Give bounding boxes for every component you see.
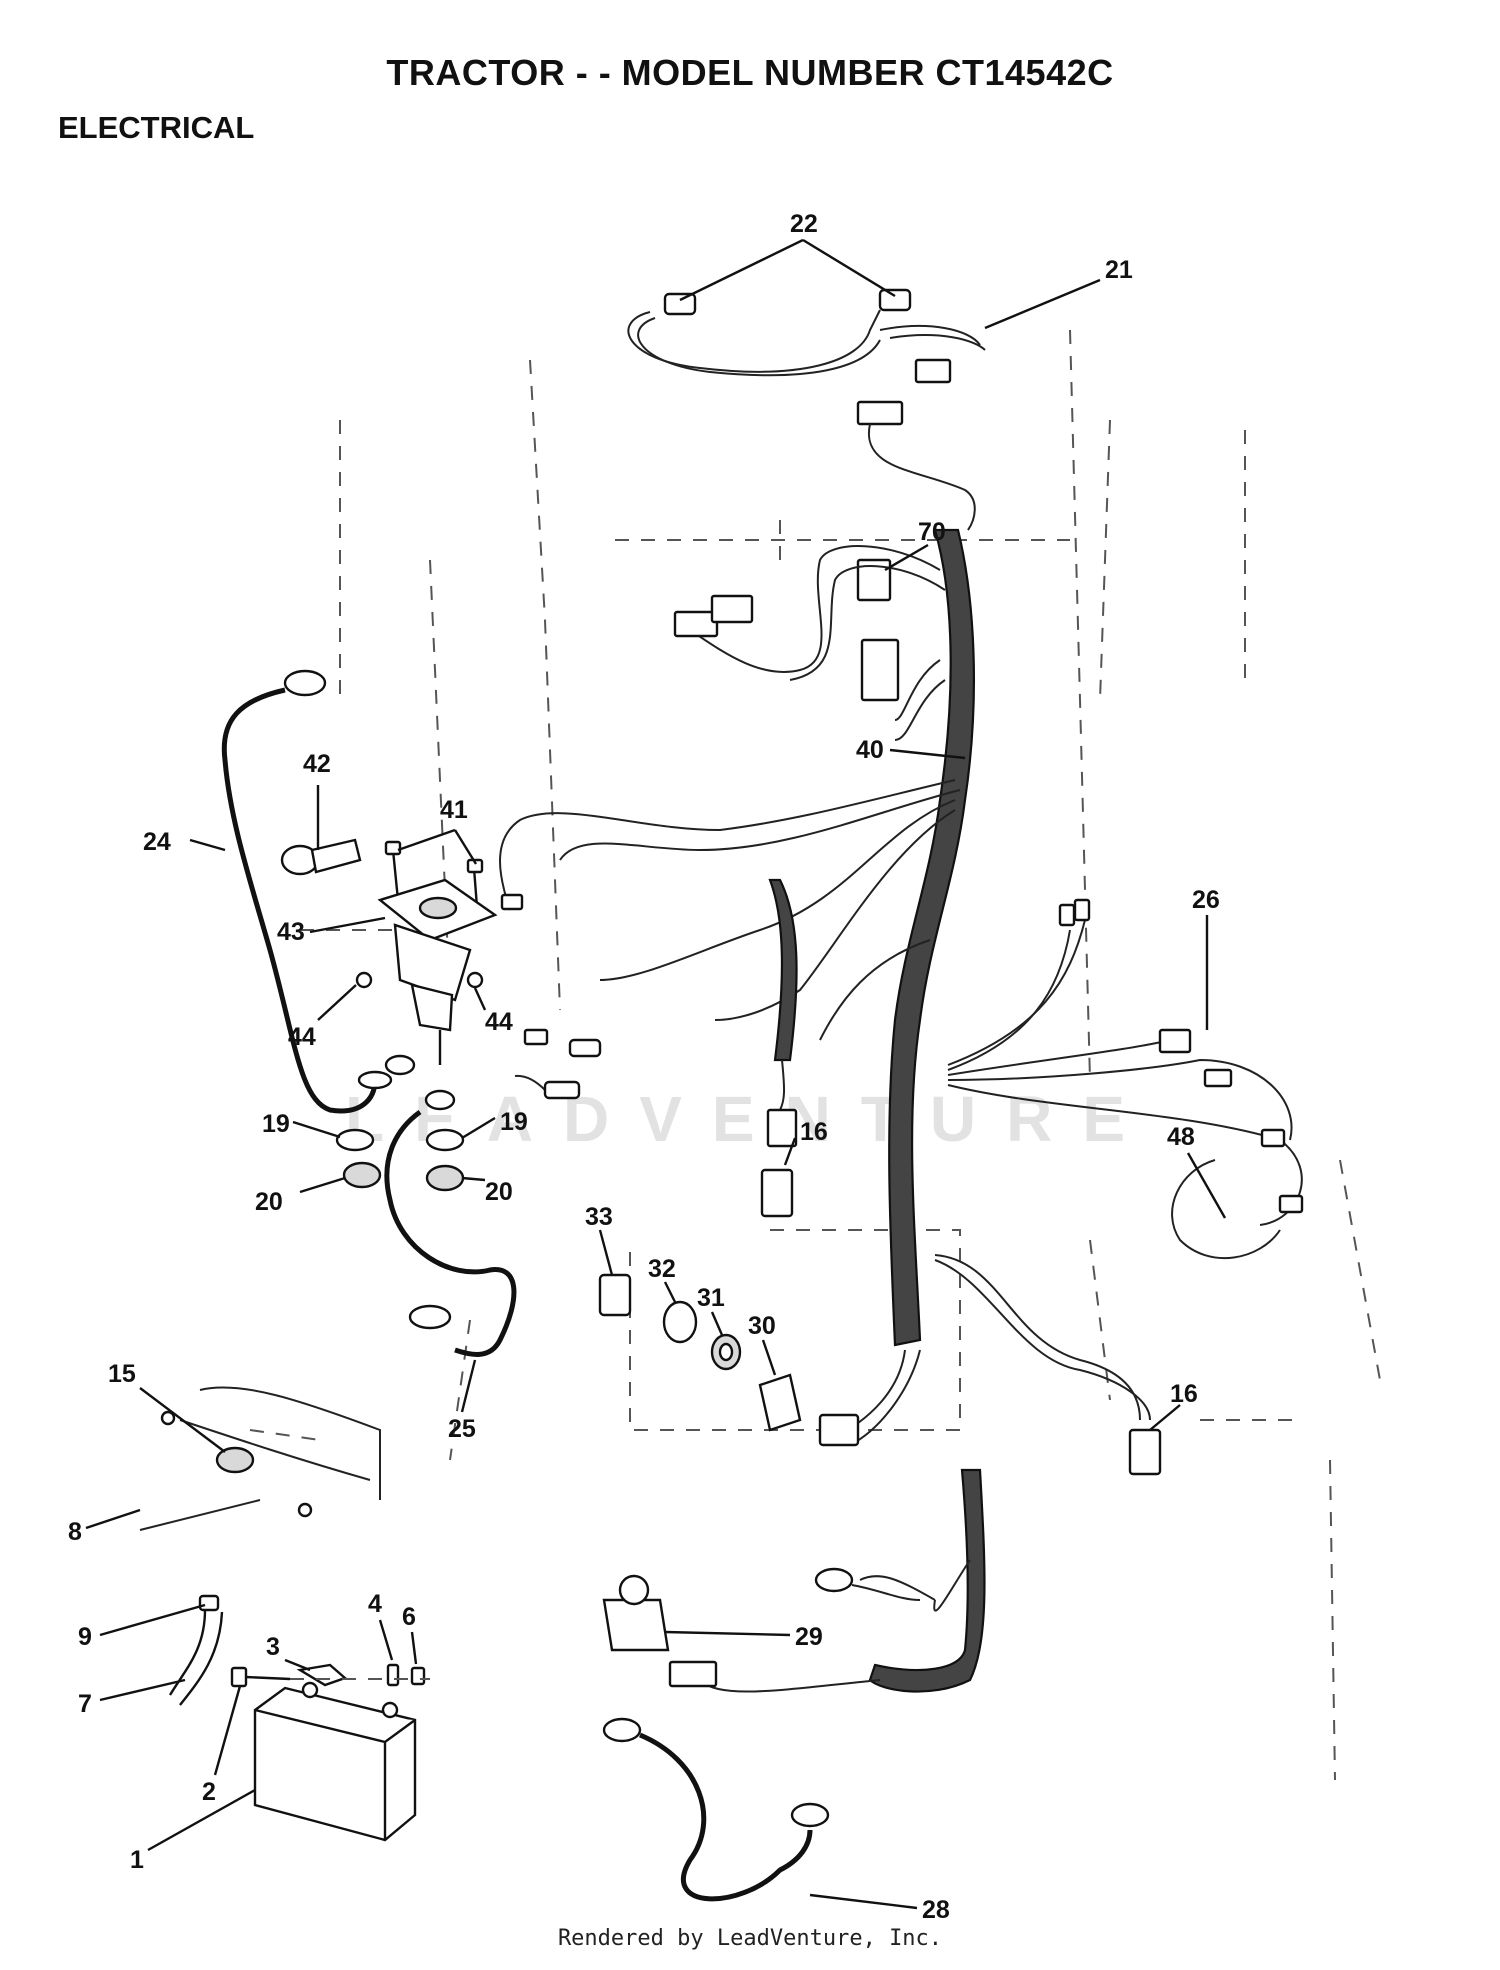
callout-41: 41 bbox=[440, 796, 468, 824]
part-7-9-vent-hose bbox=[168, 1594, 224, 1706]
parts-2-3-4-6-terminal-hardware bbox=[230, 1663, 430, 1688]
callout-1: 1 bbox=[130, 1846, 144, 1874]
part-29-switch bbox=[602, 1574, 670, 1652]
section-title: ELECTRICAL bbox=[58, 110, 255, 145]
callout-48: 48 bbox=[1167, 1123, 1195, 1151]
parts-19-20-hardware bbox=[335, 1070, 465, 1192]
part-70-connector bbox=[673, 545, 946, 741]
callout-29: 29 bbox=[795, 1623, 823, 1651]
callout-33: 33 bbox=[585, 1203, 613, 1231]
callout-20-right: 20 bbox=[485, 1178, 513, 1206]
callout-4: 4 bbox=[368, 1590, 382, 1618]
callout-21: 21 bbox=[1105, 256, 1133, 284]
callout-9: 9 bbox=[78, 1623, 92, 1651]
part-16-connector-upper bbox=[760, 878, 798, 1218]
callout-30: 30 bbox=[748, 1312, 776, 1340]
part-24-battery-cable bbox=[221, 669, 378, 1114]
harness-branch-solenoid bbox=[499, 779, 961, 1041]
callout-19-right: 19 bbox=[500, 1108, 528, 1136]
leader-lines bbox=[85, 238, 1227, 1910]
callout-31: 31 bbox=[697, 1284, 725, 1312]
part-43-solenoid bbox=[355, 840, 498, 1111]
callout-2: 2 bbox=[202, 1778, 216, 1806]
callout-3: 3 bbox=[266, 1633, 280, 1661]
callout-42: 42 bbox=[303, 750, 331, 778]
callout-20-left: 20 bbox=[255, 1188, 283, 1216]
callout-40: 40 bbox=[856, 736, 884, 764]
callout-26: 26 bbox=[1192, 886, 1220, 914]
part-40-wiring-loom bbox=[829, 528, 976, 1446]
part-22-bulb-harness bbox=[627, 288, 986, 384]
part-42-terminal-boot bbox=[280, 838, 362, 876]
part-29-cord bbox=[668, 1468, 986, 1693]
part-28-ground-cable bbox=[602, 1567, 921, 1902]
callout-16-lower: 16 bbox=[1170, 1380, 1198, 1408]
footer-credit: Rendered by LeadVenture, Inc. bbox=[557, 1926, 943, 1951]
part-1-battery bbox=[253, 1681, 417, 1842]
callout-44-right: 44 bbox=[485, 1008, 513, 1036]
part-26-48-harness bbox=[947, 898, 1304, 1260]
part-30-33-switch-assembly bbox=[598, 1273, 860, 1447]
callout-43: 43 bbox=[277, 918, 305, 946]
part-15-frame bbox=[139, 1386, 381, 1531]
callout-70: 70 bbox=[918, 518, 946, 546]
part-21-connector bbox=[856, 400, 976, 531]
callout-44-left: 44 bbox=[288, 1023, 316, 1051]
callout-8: 8 bbox=[68, 1518, 82, 1546]
callout-24: 24 bbox=[143, 828, 171, 856]
callout-labels: 22 21 70 40 42 41 24 43 44 44 26 19 19 2… bbox=[68, 210, 1220, 1924]
page-title: TRACTOR - - MODEL NUMBER CT14542C bbox=[386, 52, 1114, 93]
callout-6: 6 bbox=[402, 1603, 416, 1631]
callout-15: 15 bbox=[108, 1360, 136, 1388]
callout-32: 32 bbox=[648, 1255, 676, 1283]
callout-19-left: 19 bbox=[262, 1110, 290, 1138]
phantom-outlines bbox=[249, 329, 1381, 1781]
callout-22: 22 bbox=[790, 210, 818, 238]
callout-25: 25 bbox=[448, 1415, 476, 1443]
part-25-cable bbox=[384, 893, 602, 1357]
callout-28: 28 bbox=[922, 1896, 950, 1924]
part-16-connector-lower bbox=[934, 1254, 1162, 1476]
callout-16-upper: 16 bbox=[800, 1118, 828, 1146]
callout-7: 7 bbox=[78, 1690, 92, 1718]
